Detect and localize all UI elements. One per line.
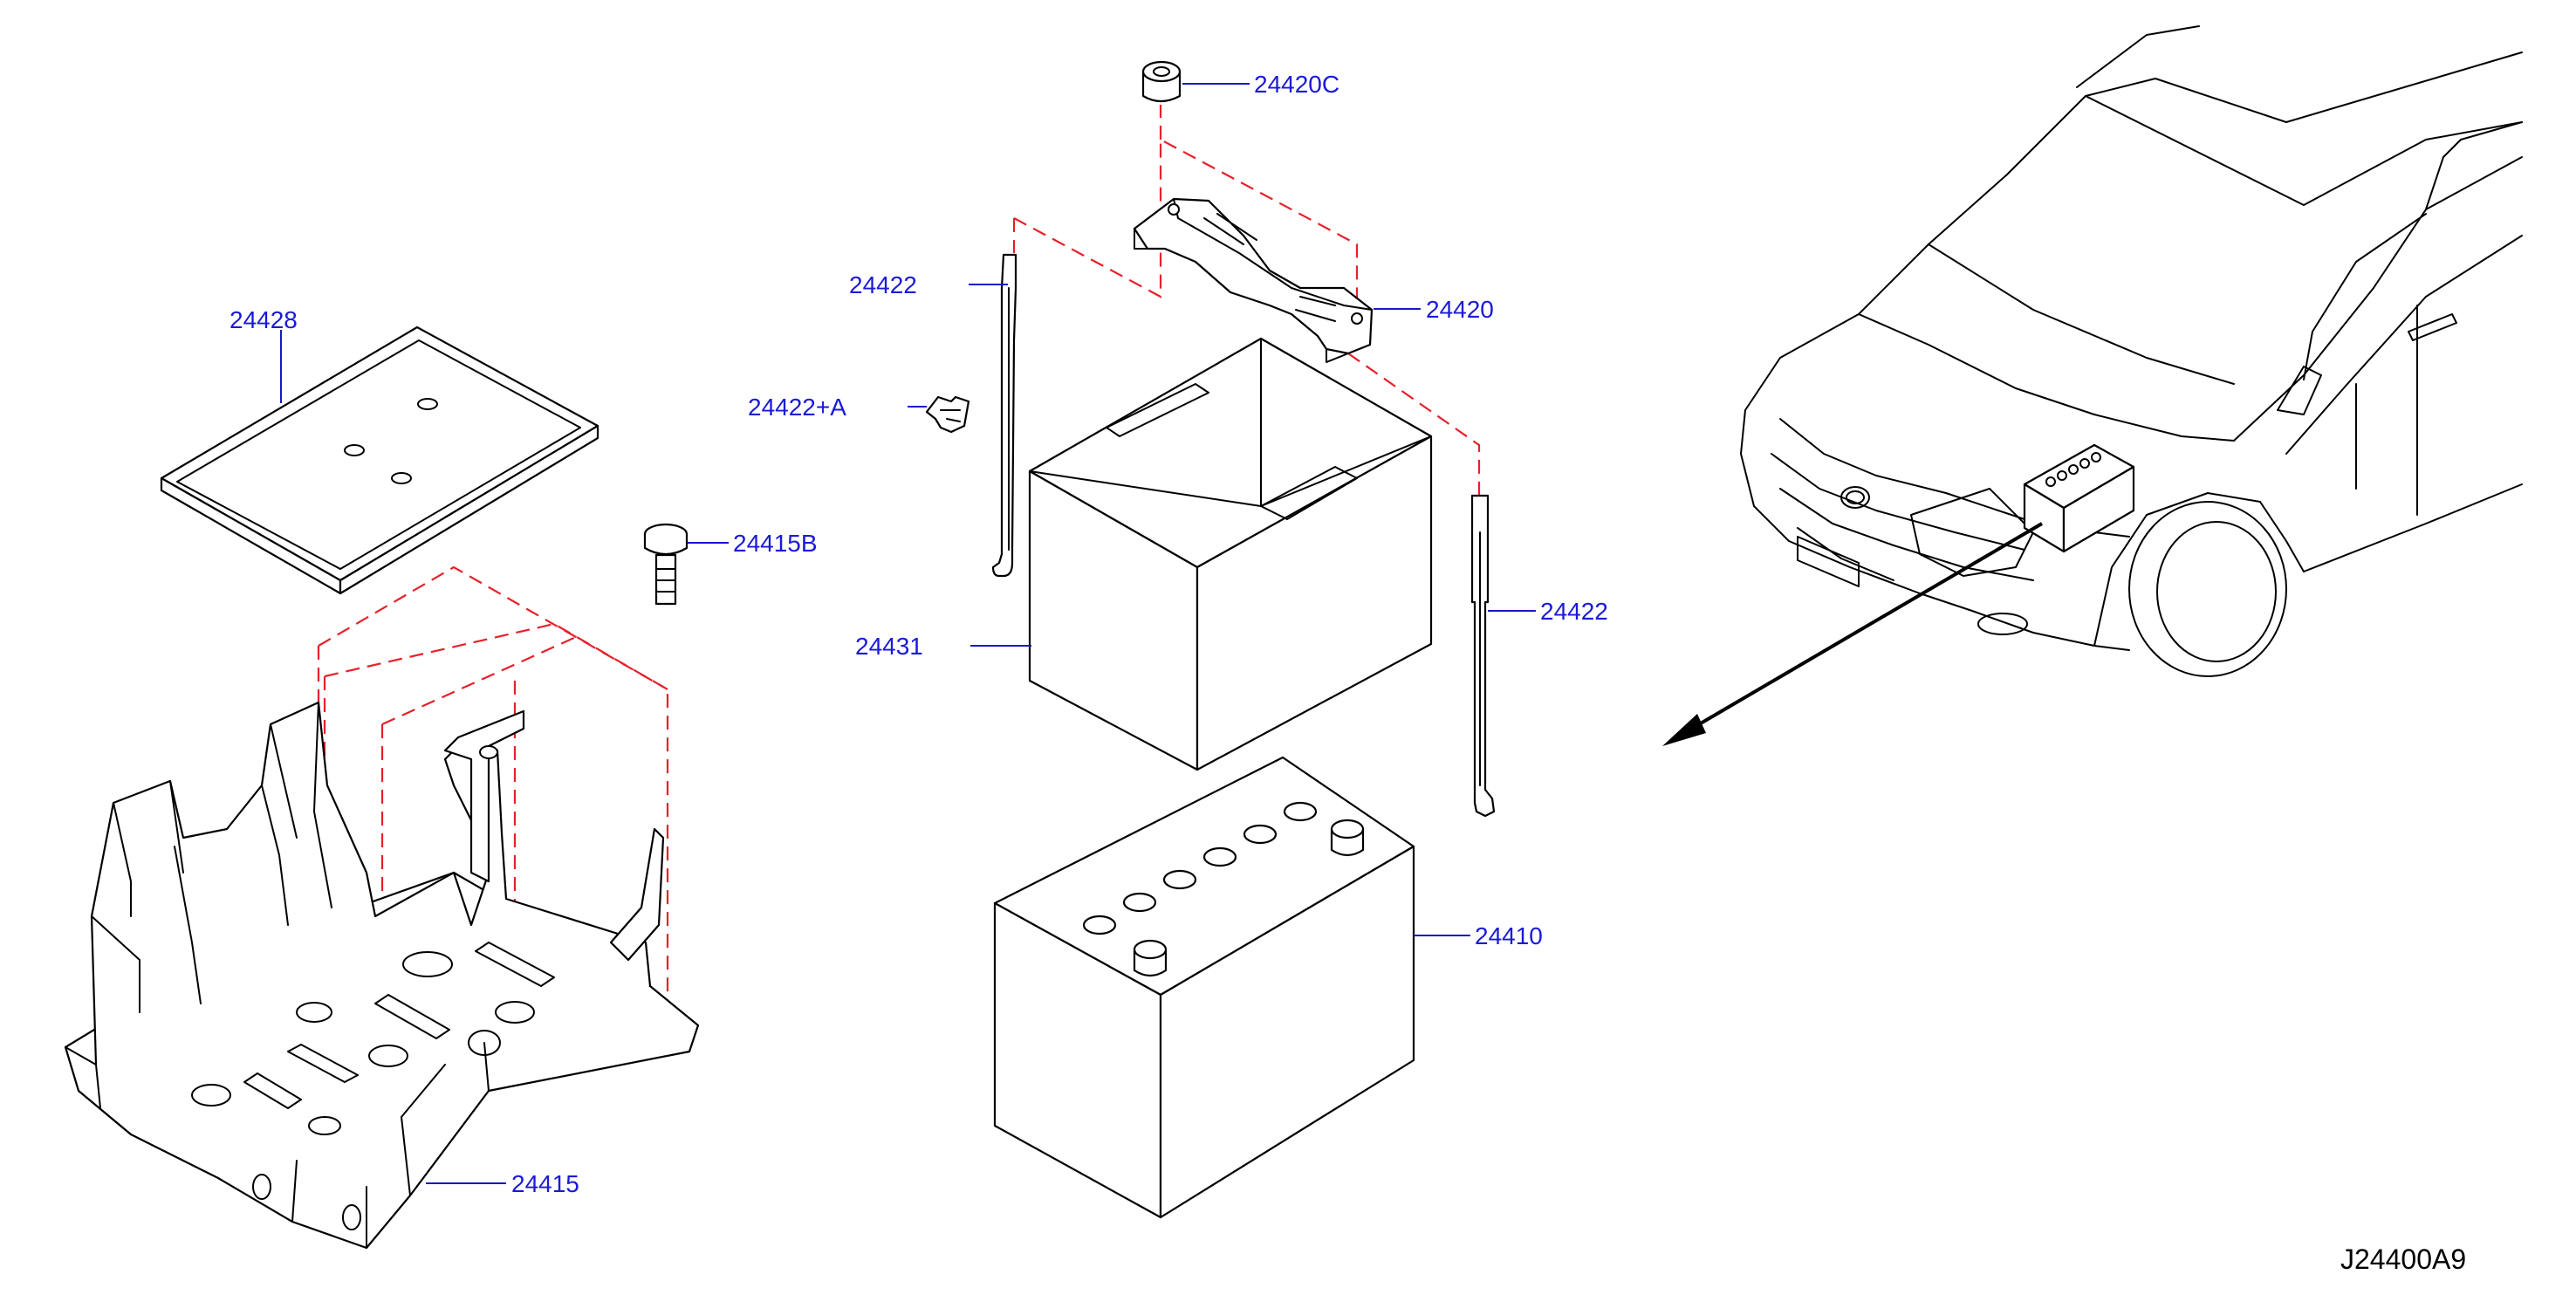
battery-cover-24431 bbox=[1028, 337, 1433, 771]
callout-24410: 24410 bbox=[1475, 922, 1543, 949]
rod-24422-left bbox=[991, 253, 1017, 578]
hold-down-frame-24420 bbox=[1133, 197, 1374, 363]
battery-tray-24415 bbox=[64, 701, 700, 1250]
callout-24431: 24431 bbox=[855, 633, 923, 660]
callout-24422-top: 24422 bbox=[849, 271, 917, 298]
callout-24420C: 24420C bbox=[1254, 71, 1339, 98]
callout-24422A: 24422+A bbox=[748, 394, 846, 421]
clip-24422A bbox=[925, 395, 970, 434]
battery-pad-24428 bbox=[160, 325, 599, 595]
callout-24422-right: 24422 bbox=[1540, 598, 1608, 625]
diagram-reference-code: J24400A9 bbox=[2340, 1244, 2466, 1275]
battery-24410 bbox=[993, 756, 1415, 1219]
vehicle-location-sketch bbox=[1662, 25, 2523, 746]
callout-24415B: 24415B bbox=[733, 530, 818, 557]
leader-lines bbox=[280, 83, 1536, 1184]
battery-cell-caps bbox=[1082, 801, 1318, 935]
callout-24420: 24420 bbox=[1426, 296, 1494, 323]
rod-24422-right bbox=[1470, 494, 1496, 818]
nut-24420C bbox=[1141, 60, 1182, 103]
battery-terminals bbox=[1133, 819, 1365, 977]
callout-labels: 24420C 24428 24422 24420 24422+A 24415B … bbox=[230, 71, 1608, 1197]
bolt-24415B bbox=[643, 523, 689, 606]
callout-24415: 24415 bbox=[511, 1170, 579, 1197]
callout-24428: 24428 bbox=[230, 306, 298, 333]
